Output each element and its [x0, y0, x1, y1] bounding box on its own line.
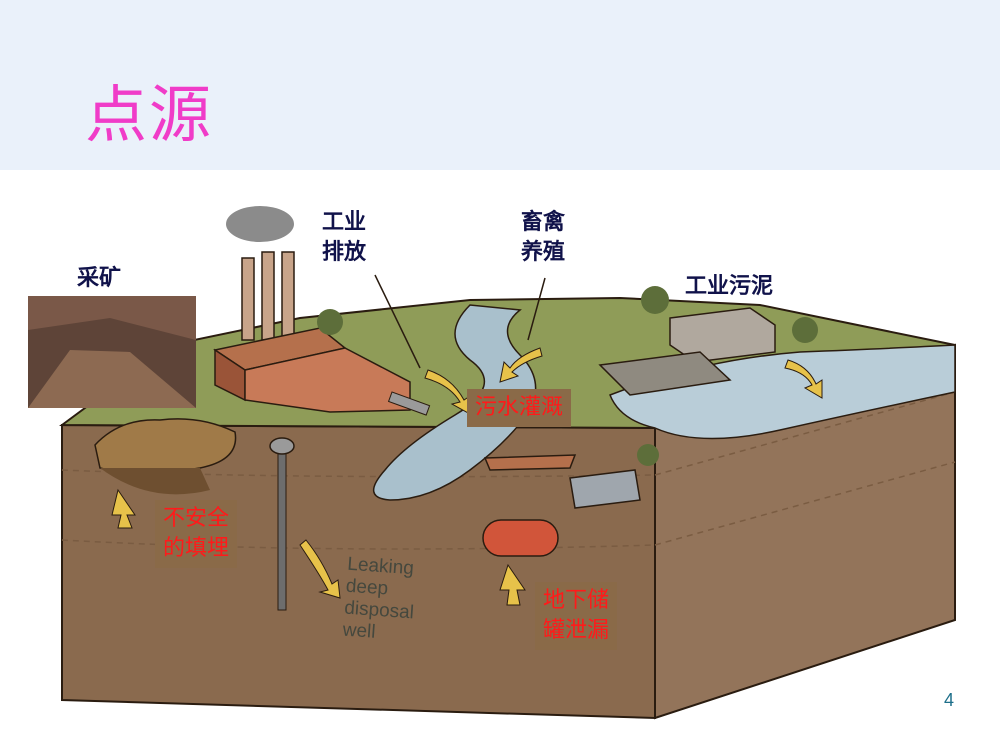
disposal-well-head [269, 437, 295, 455]
factory-front [244, 347, 411, 413]
underground-tank [482, 519, 559, 557]
leak-arrow [499, 563, 526, 606]
tree [317, 309, 343, 335]
mining-photo-slope [28, 350, 196, 408]
factory-chimney-1 [241, 257, 255, 341]
gas-station-building [569, 469, 641, 509]
discharge-pipe [387, 391, 431, 416]
smoke-cloud [226, 206, 294, 242]
page-number: 4 [944, 690, 955, 710]
runoff-arrow [499, 347, 543, 383]
label-deep-well: Leaking deep disposal well [342, 553, 415, 643]
label-sewage-irrigation: 污水灌溉 [467, 389, 572, 427]
tree [641, 286, 669, 314]
tree [637, 444, 659, 466]
gas-station-canopy [483, 454, 577, 471]
landfill-pit [100, 468, 210, 495]
slide-header [0, 0, 1000, 170]
disposal-well [277, 449, 287, 611]
soil-strata [61, 391, 956, 550]
label-tank-leak: 地下储 罐泄漏 [535, 582, 618, 650]
runoff-arrow [784, 359, 823, 399]
sludge-plant [669, 307, 776, 363]
factory-chimney-2 [261, 251, 275, 341]
label-unsafe-landfill: 不安全 的填埋 [155, 500, 238, 568]
label-industrial-discharge: 工业 排放 [322, 210, 367, 265]
leak-arrow [299, 539, 341, 599]
label-livestock: 畜禽 养殖 [521, 210, 566, 265]
sludge-beds [598, 351, 732, 396]
pointer-line [374, 274, 421, 369]
factory-chimney-3 [281, 251, 295, 341]
pointer-line [527, 277, 546, 341]
label-industrial-sludge: 工业污泥 [685, 274, 774, 299]
river [373, 304, 537, 501]
leak-arrow [111, 488, 136, 529]
slide-title: 点源 [85, 78, 214, 151]
label-mining: 采矿 [77, 266, 122, 291]
tree [792, 317, 818, 343]
